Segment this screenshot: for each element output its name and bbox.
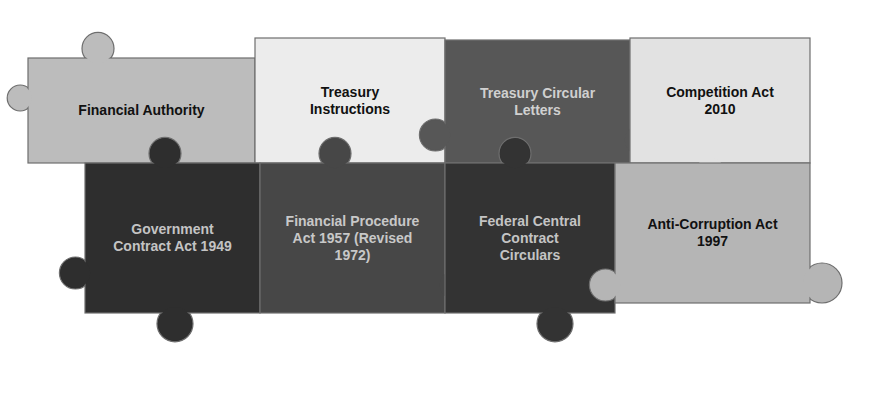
piece-label: Government Contract Act 1949 [109,221,236,255]
puzzle-piece: Competition Act 2010 [630,38,810,163]
puzzle-piece: Financial Procedure Act 1957 (Revised 19… [260,163,445,313]
piece-label: Financial Procedure Act 1957 (Revised 19… [284,213,421,264]
piece-label: Treasury Circular Letters [469,85,606,119]
piece-label: Federal Central Contract Circulars [469,213,591,264]
piece-label: Anti-Corruption Act 1997 [639,216,786,250]
puzzle-piece: Government Contract Act 1949 [85,163,260,313]
puzzle-piece: Federal Central Contract Circulars [445,163,615,313]
piece-label: Competition Act 2010 [654,84,786,118]
piece-label: Financial Authority [78,102,204,119]
puzzle-piece: Treasury Instructions [255,38,445,163]
puzzle-piece: Financial Authority [28,58,255,163]
piece-label: Treasury Instructions [279,84,421,118]
puzzle-piece: Treasury Circular Letters [445,40,630,163]
puzzle-piece: Anti-Corruption Act 1997 [615,163,810,303]
